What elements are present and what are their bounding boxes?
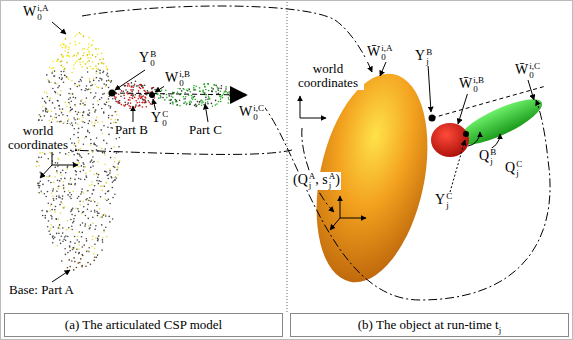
symbol-label: Wi,A0: [22, 4, 49, 22]
script-stack: Bj: [490, 148, 496, 166]
subscript: j: [516, 169, 522, 178]
superscript: i,C: [529, 62, 540, 71]
subscript: 0: [381, 53, 392, 62]
symbol: W̄: [459, 76, 472, 91]
script-stack: i,C0: [529, 62, 540, 80]
subscript: j: [329, 181, 336, 190]
script-stack: Aj: [329, 172, 336, 190]
part-label: Part B: [114, 123, 149, 137]
superscript: i,A: [37, 4, 48, 13]
script-stack: Bj: [426, 48, 432, 66]
superscript: B: [426, 48, 432, 57]
symbol-label: W̄i,B0: [458, 76, 485, 94]
part-label: Base: Part A: [8, 283, 75, 297]
script-stack: i,B0: [473, 76, 484, 94]
part-label: Part C: [188, 123, 223, 137]
part-b-solid: [431, 123, 469, 157]
symbol: W: [23, 4, 36, 19]
superscript: i,C: [253, 104, 264, 113]
symbol-label: Wi,C0: [238, 104, 265, 122]
subscript: j: [446, 201, 452, 210]
superscript: B: [150, 50, 156, 59]
subscript: 0: [253, 113, 264, 122]
subscript: j: [426, 57, 432, 66]
caption-box: (b) The object at run-time tj: [290, 313, 569, 337]
symbol: ): [335, 172, 340, 187]
superscript: i,A: [381, 44, 392, 53]
script-stack: C0: [162, 110, 168, 128]
symbol: Y: [139, 50, 149, 65]
superscript: C: [516, 160, 522, 169]
subscript: 0: [162, 119, 168, 128]
world-axes: [300, 96, 326, 118]
subscript: 0: [529, 71, 540, 80]
subscript: 0: [150, 59, 156, 68]
symbol-label: YBj: [414, 48, 433, 66]
caption-text: (b) The object at run-time t: [358, 317, 499, 332]
subscript: 0: [179, 79, 190, 88]
subscript: j: [490, 157, 496, 166]
subscript: 0: [473, 85, 484, 94]
symbol-label: YB0: [138, 50, 157, 68]
axis-label: world coordinates: [6, 124, 70, 152]
symbol: Q: [505, 160, 515, 175]
superscript: B: [490, 148, 496, 157]
symbol: W̄: [515, 62, 528, 77]
superscript: i,B: [473, 76, 484, 85]
symbol: Y: [151, 110, 161, 125]
rotation-arc: [468, 132, 480, 146]
symbol-label: W̄i,A0: [366, 44, 393, 62]
subscript: j: [309, 181, 316, 190]
symbol: Q: [479, 148, 489, 163]
joint-dot: [429, 115, 436, 122]
joint-dot: [109, 90, 116, 97]
caption-text: (a) The articulated CSP model: [65, 317, 222, 332]
leader-lines: [380, 62, 534, 192]
symbol: W̄: [367, 44, 380, 59]
symbol-label: W̄i,C0: [514, 62, 541, 80]
symbol-label: YC0: [150, 110, 169, 128]
correspondence-curves: [46, 6, 550, 300]
symbol-label: QCj: [504, 160, 523, 178]
symbol-label: YCj: [434, 192, 453, 210]
script-stack: B0: [150, 50, 156, 68]
symbol: Y: [415, 48, 425, 63]
part-a-solid: [299, 64, 445, 293]
symbol: , s: [315, 172, 327, 187]
symbol-label: (QAj, sAj): [292, 172, 341, 190]
part-axis: [112, 93, 245, 95]
superscript: C: [162, 110, 168, 119]
script-stack: Cj: [446, 192, 452, 210]
divider: [287, 2, 288, 312]
script-stack: i,B0: [179, 70, 190, 88]
symbol: W: [239, 104, 252, 119]
superscript: A: [329, 172, 336, 181]
axis-label: world coordinates: [292, 62, 364, 90]
symbol: (Q: [293, 172, 308, 187]
script-stack: i,C0: [253, 104, 264, 122]
subscript: 0: [37, 13, 48, 22]
script-stack: i,A0: [381, 44, 392, 62]
subscript: j: [499, 325, 502, 335]
script-stack: Cj: [516, 160, 522, 178]
part-c-tip: [232, 94, 246, 97]
caption-box: (a) The articulated CSP model: [4, 313, 283, 337]
symbol: W: [165, 70, 178, 85]
leader-lines: [52, 22, 208, 282]
part-axis: [432, 86, 546, 118]
local-axes: [330, 196, 366, 230]
symbol-label: QBj: [478, 148, 497, 166]
superscript: i,B: [179, 70, 190, 79]
symbol-label: Wi,B0: [164, 70, 191, 88]
superscript: A: [309, 172, 316, 181]
superscript: C: [446, 192, 452, 201]
script-stack: Aj: [309, 172, 316, 190]
symbol: Y: [435, 192, 445, 207]
joint-dot: [149, 92, 155, 98]
script-stack: i,A0: [37, 4, 48, 22]
joint-dot: [463, 131, 469, 137]
